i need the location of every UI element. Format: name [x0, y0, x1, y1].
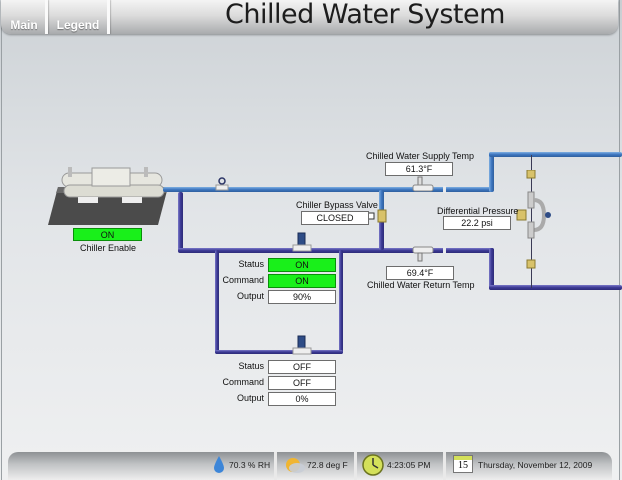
pump-1-command-label: Command: [222, 275, 264, 285]
pump-loop-right: [339, 250, 343, 354]
pump-loop-bottom: [215, 350, 343, 354]
bypass-pipe-supply: [379, 190, 384, 220]
date-value: Thursday, November 12, 2009: [478, 460, 593, 470]
header-bar: [1, 0, 618, 34]
differential-pressure-sensor-icon[interactable]: [514, 170, 554, 270]
footer-bar: [8, 452, 612, 480]
calendar-day: 15: [458, 460, 468, 471]
tab-main[interactable]: Main: [10, 18, 38, 32]
return-pipe-out: [489, 285, 622, 290]
return-pipe-riser: [489, 248, 494, 290]
bypass-valve-label: Chiller Bypass Valve: [296, 200, 378, 210]
supply-temp-label: Chilled Water Supply Temp: [366, 151, 475, 161]
humidity-drop-icon: [214, 456, 224, 473]
pump-2-command-value[interactable]: OFF: [268, 376, 336, 390]
tab-divider: [45, 0, 48, 34]
time-value: 4:23:05 PM: [387, 460, 431, 470]
bypass-pipe-return: [379, 220, 384, 250]
supply-pipe-out: [489, 152, 622, 157]
pump-loop-left: [215, 250, 219, 354]
pump-2-output-value[interactable]: 0%: [268, 392, 336, 406]
flow-sensor-icon: [215, 177, 229, 191]
pump-2-command-label: Command: [222, 377, 264, 387]
supply-pipe-riser: [489, 152, 494, 192]
bypass-valve-icon[interactable]: [368, 208, 388, 224]
pump-1-status-label: Status: [238, 259, 264, 269]
pump-1-command-value[interactable]: ON: [268, 274, 336, 288]
calendar-icon: 15: [453, 455, 473, 473]
weather-partly-sunny-icon: [286, 458, 305, 473]
pump-1-output-value[interactable]: 90%: [268, 290, 336, 304]
chiller-unit-icon[interactable]: [40, 165, 170, 227]
differential-pressure-label: Differential Pressure: [437, 206, 519, 216]
pump-1-output-label: Output: [236, 291, 264, 301]
humidity-value: 70.3 % RH: [229, 460, 271, 470]
chiller-enable-label: Chiller Enable: [80, 243, 137, 253]
page-title: Chilled Water System: [225, 0, 505, 30]
pump-2-status-label: Status: [238, 361, 264, 371]
pump-2-output-label: Output: [236, 393, 264, 403]
tab-divider: [107, 0, 110, 34]
clock-icon: [362, 454, 384, 476]
pump-2-icon[interactable]: [291, 335, 313, 357]
supply-temp-value: 61.3°F: [385, 162, 453, 176]
differential-pressure-value: 22.2 psi: [443, 216, 511, 230]
bypass-valve-value[interactable]: CLOSED: [301, 211, 369, 225]
return-temp-label: Chilled Water Return Temp: [367, 280, 475, 290]
return-pipe: [178, 248, 494, 253]
supply-pipe: [163, 187, 493, 192]
temperature-value: 72.8 deg F: [307, 460, 348, 470]
pump-2-status-value: OFF: [268, 360, 336, 374]
pump-1-icon[interactable]: [291, 232, 313, 254]
return-temp-value: 69.4°F: [386, 266, 454, 280]
supply-temp-sensor-icon[interactable]: [412, 176, 434, 193]
pump-1-status-value: ON: [268, 258, 336, 272]
return-pipe-chiller: [178, 192, 183, 250]
return-temp-sensor-icon[interactable]: [412, 245, 434, 262]
tab-legend[interactable]: Legend: [56, 18, 100, 32]
chiller-enable-value[interactable]: ON: [73, 228, 142, 241]
